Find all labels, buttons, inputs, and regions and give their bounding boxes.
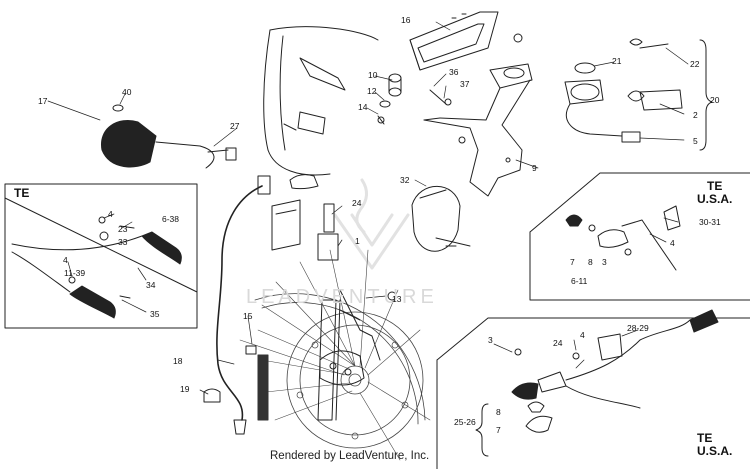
te-usa-bottom-frame [436,317,750,469]
callout-1[interactable]: 1 [355,236,360,246]
callout-32[interactable]: 32 [400,175,410,185]
callout-18[interactable]: 18 [173,356,183,366]
callout-36[interactable]: 36 [449,67,459,77]
callout-17[interactable]: 17 [38,96,48,106]
wiring-harness [216,175,271,435]
te-usa-top-title-line2: U.S.A. [697,191,733,206]
te-left-turn-signals [11,216,182,319]
callout-9[interactable]: 9 [532,163,537,173]
callout-37[interactable]: 37 [460,79,470,89]
callout-24-main[interactable]: 24 [352,198,362,208]
relay [271,174,339,261]
speedometer [409,11,499,71]
callout-28-29[interactable]: 28-29 [627,323,649,333]
callout-35[interactable]: 35 [150,309,160,319]
headlight-bracket [423,63,533,197]
handlebar-switch [101,104,237,169]
front-fender [263,26,379,176]
callout-14[interactable]: 14 [358,102,368,112]
callout-20[interactable]: 20 [710,95,720,105]
te-usa-top-signals [565,205,681,271]
callout-4-te-left-top[interactable]: 4 [108,209,113,219]
group-bracket-20 [699,39,713,151]
callout-40[interactable]: 40 [122,87,132,97]
callout-6-38[interactable]: 6-38 [162,214,180,224]
nut-13 [387,291,397,301]
grommet [245,345,257,355]
te-usa-top-title: TE U.S.A. [697,180,732,205]
callout-23[interactable]: 23 [118,224,128,234]
callout-2[interactable]: 2 [693,110,698,120]
callout-19[interactable]: 19 [180,384,190,394]
callout-22[interactable]: 22 [690,59,700,69]
te-usa-top-title-line1: TE [707,179,723,193]
callout-8-te-usa-top[interactable]: 8 [588,257,593,267]
credit-text: Rendered by LeadVenture, Inc. [270,450,430,462]
watermark-text: LEADVENTURE [246,286,438,308]
callout-12[interactable]: 12 [367,86,377,96]
callout-34[interactable]: 34 [146,280,156,290]
watermark-logo [333,178,410,270]
te-usa-bottom-title-line1: TE [697,431,713,445]
te-usa-bottom-signals [475,309,719,457]
callout-10[interactable]: 10 [368,70,378,80]
ignition-switch [564,38,683,143]
callout-7-te-usa-bottom[interactable]: 7 [496,425,501,435]
leader-lines [47,21,689,395]
cable-clip [203,388,221,403]
te-box-frame [4,183,198,329]
front-wheel [239,249,431,461]
te-usa-bottom-title: TE U.S.A. [697,432,732,457]
tire-tread [257,354,269,421]
callout-25-26[interactable]: 25-26 [454,417,476,427]
horn [411,185,471,252]
callout-4-te-usa-bottom[interactable]: 4 [580,330,585,340]
callout-3-te-usa-top[interactable]: 3 [602,257,607,267]
te-usa-bottom-title-line2: U.S.A. [697,443,733,458]
callout-24-te-usa[interactable]: 24 [553,338,563,348]
callout-4-te-usa-top[interactable]: 4 [670,238,675,248]
callout-30-31[interactable]: 30-31 [699,217,721,227]
callout-21[interactable]: 21 [612,56,622,66]
front-fork [317,289,381,421]
callout-8-te-usa-bottom[interactable]: 8 [496,407,501,417]
brake-caliper [319,350,365,386]
mount-hardware [377,33,523,125]
callout-16[interactable]: 16 [401,15,411,25]
callout-27[interactable]: 27 [230,121,240,131]
callout-4-te-left-bottom[interactable]: 4 [63,255,68,265]
callout-5[interactable]: 5 [693,136,698,146]
callout-3-te-usa-bottom[interactable]: 3 [488,335,493,345]
te-left-title: TE [14,186,30,200]
te-usa-top-frame [529,172,750,301]
callout-33[interactable]: 33 [118,237,128,247]
callout-13[interactable]: 13 [392,294,402,304]
callout-7-te-usa-top[interactable]: 7 [570,257,575,267]
callout-6-11[interactable]: 6-11 [571,276,588,286]
callout-11-39[interactable]: 11-39 [64,268,86,278]
callout-15[interactable]: 15 [243,311,253,321]
